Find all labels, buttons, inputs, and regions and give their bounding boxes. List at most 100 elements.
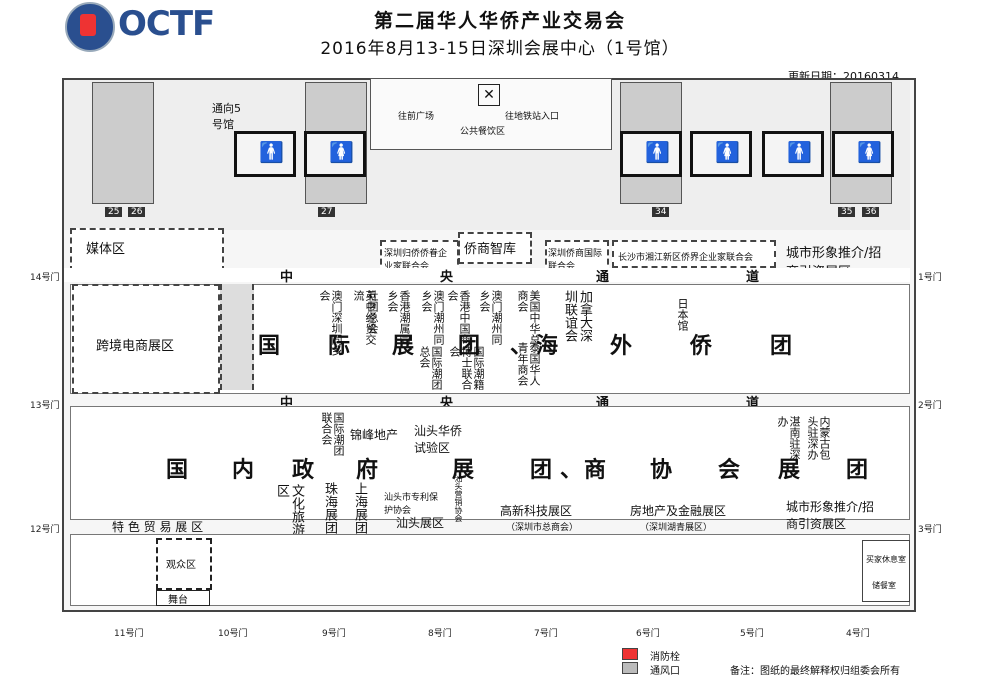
shanghai-label: 上海展团 [352, 482, 367, 534]
intl-chaozhou-label: 国际潮团联合会 [320, 412, 345, 456]
domestic-zone-char: 展 [452, 458, 475, 483]
think-tank-label: 侨商智库 [464, 242, 517, 257]
disclaimer-note: 备注：图纸的最终解释权归组委会所有 [730, 666, 900, 677]
seal-emblem [80, 14, 96, 36]
org-booth-label: 英中经贸交流 [352, 290, 377, 345]
restroom-icon: 🚺 [857, 140, 882, 164]
domestic-zone-char: 团 [530, 458, 553, 483]
hydrant-icon [622, 648, 638, 660]
corridor-char: 央 [440, 270, 454, 285]
stage-area [156, 590, 210, 606]
to-plaza-label: 往前广场 [398, 112, 435, 122]
domestic-zone-char: 协 [650, 458, 673, 483]
org-booth-label: 香港潮属同乡会 [386, 290, 411, 345]
culture-tourism-label: 文化旅游展区 [274, 484, 304, 549]
realestate-label: 房地产及金融展区 [630, 504, 727, 518]
intl-zone-char: 、 [510, 334, 533, 359]
changsha-fed-label: 长沙市湘江新区侨界企业家联合会 [618, 253, 754, 263]
shenzhen-newfed-label: 深圳侨商国际联合会 [548, 249, 603, 272]
cross-border-zone [72, 284, 220, 394]
sz-chamber-label: （深圳市总商会） [506, 523, 579, 533]
jinfeng-label: 锦峰地产 [350, 428, 399, 442]
shantou-pilot-label: 汕头华侨试验区 [414, 424, 463, 455]
row1-booth-area [70, 284, 910, 394]
gate-label: 11号门 [114, 629, 144, 639]
restroom-icon: 🚺 [715, 140, 740, 164]
restroom-box: 🚹 [762, 131, 824, 177]
cross-border-label: 跨境电商展区 [96, 339, 175, 354]
gate-label: 10号门 [218, 629, 248, 639]
org-booth-label: 加拿大深圳联谊会 [562, 290, 592, 342]
org-booth-label: 泰国华人青年商会 [516, 342, 541, 386]
gate-label: 12号门 [30, 525, 60, 535]
vent-icon [622, 662, 638, 674]
vent-legend-label: 通风口 [650, 666, 680, 677]
gate-label: 5号门 [740, 629, 764, 639]
storage-label: 储餐室 [872, 581, 896, 590]
intl-zone-char: 团 [770, 334, 793, 359]
intl-zone-char: 海 [536, 334, 559, 359]
corridor-char: 道 [746, 270, 760, 285]
city-promo2-label: 城市形象推介/招商引资展区 [786, 500, 875, 531]
restroom-box: 🚺 [690, 131, 752, 177]
row2-booth-area [70, 406, 910, 520]
door-number: 36 [862, 207, 880, 217]
sz-youth-label: （深圳湖青展区） [640, 523, 713, 533]
door-number: 25 [105, 207, 123, 217]
gate-label: 3号门 [918, 525, 942, 535]
door-number: 27 [318, 207, 336, 217]
brand-logo: OCTF [118, 4, 215, 44]
to-metro-label: 往地铁站入口 [505, 112, 560, 122]
hitech-label: 高新科技展区 [500, 504, 573, 518]
org-booth-label: 美国中华总商会 [516, 290, 541, 345]
audience-area [156, 538, 212, 590]
domestic-zone-char: 、 [560, 458, 583, 483]
corridor-char: 通 [596, 270, 610, 285]
to-hall5-label: 通向5号馆 [212, 102, 241, 131]
shantou-patent-label: 汕头市专利保护协会 [384, 493, 439, 516]
door-number: 34 [652, 207, 670, 217]
org-booth-label: 国际潮籍博士联合会 [448, 346, 485, 390]
org-booth-label: 社团总会 [366, 290, 379, 334]
intl-zone-divider [220, 284, 254, 390]
intl-zone-char: 展 [392, 334, 415, 359]
rest-room-label: 买家休息室 [866, 555, 906, 564]
shantou-sales-label: 汕头营销协会 [454, 474, 463, 522]
gate-label: 4号门 [846, 629, 870, 639]
restroom-icon: 🚹 [787, 140, 812, 164]
door-number: 35 [838, 207, 856, 217]
org-booth-label: 澳门深圳同乡会 [318, 290, 343, 356]
org-booth-label: 国际潮团总会 [418, 346, 443, 390]
central-corridor-top [64, 268, 910, 282]
gate-label: 6号门 [636, 629, 660, 639]
rest-room-box [862, 540, 910, 602]
audience-label: 观众区 [166, 560, 196, 571]
inner-mongolia-label: 内蒙古包头驻深办 [806, 416, 831, 460]
door-number: 26 [128, 207, 146, 217]
restroom-icon: 🚹 [645, 140, 670, 164]
org-booth-label: 香港中国商会 [446, 290, 471, 345]
gate-label: 13号门 [30, 401, 60, 411]
restaurant-icon: ✕ [478, 84, 500, 106]
domestic-zone-char: 团 [846, 458, 869, 483]
zhanjiang-label: 湛南驻深办 [776, 416, 801, 460]
restroom-box: 🚹 [234, 131, 296, 177]
gate-label: 14号门 [30, 273, 60, 283]
domestic-zone-char: 展 [778, 458, 801, 483]
dining-area [370, 78, 612, 150]
domestic-zone-char: 会 [718, 458, 741, 483]
restroom-icon: 🚺 [329, 140, 354, 164]
gate-label: 9号门 [322, 629, 346, 639]
gate-label: 7号门 [534, 629, 558, 639]
intl-zone-char: 外 [610, 334, 633, 359]
intl-zone-char: 际 [328, 334, 351, 359]
domestic-zone-char: 商 [584, 458, 607, 483]
gate-label: 1号门 [918, 273, 942, 283]
think-tank-zone [458, 232, 532, 264]
org-booth-label: 澳门潮州同乡会 [478, 290, 503, 345]
dining-label: 公共餐饮区 [460, 127, 506, 137]
trade-zone-label: 特 色 贸 易 展 区 [112, 520, 204, 534]
intl-zone-char: 侨 [690, 334, 713, 359]
gate-label: 8号门 [428, 629, 452, 639]
hydrant-legend-label: 消防栓 [650, 652, 680, 663]
